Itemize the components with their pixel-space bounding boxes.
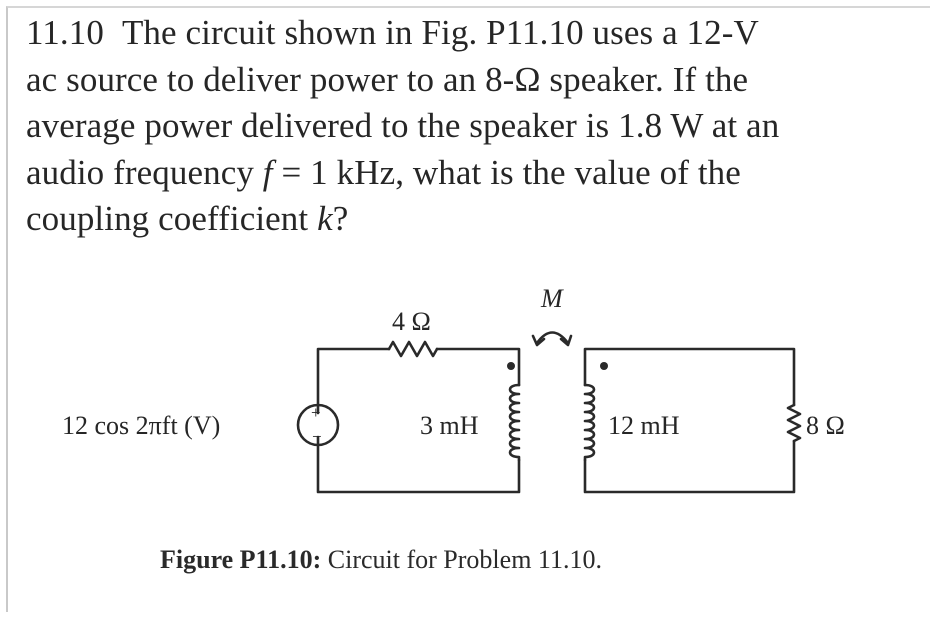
mutual-inductance-label: M (540, 284, 564, 313)
problem-line-4-pre: audio frequency (26, 152, 263, 192)
problem-text: 11.10 The circuit shown in Fig. P11.10 us… (26, 10, 916, 243)
figure-caption: Figure P11.10: Circuit for Problem 11.10… (160, 545, 602, 575)
problem-number: 11.10 (26, 13, 104, 52)
inductor-12mh (583, 383, 596, 462)
primary-left-wire-lower (316, 435, 521, 494)
resistor-8ohm (786, 403, 802, 443)
mutual-arrow (535, 331, 570, 345)
voltage-source (296, 403, 340, 447)
resistor-8ohm-label: 8 Ω (806, 411, 845, 440)
problem-line-3: average power delivered to the speaker i… (26, 106, 780, 145)
secondary-polarity-dot (600, 362, 608, 370)
secondary-bottom-wire (583, 439, 796, 494)
primary-top-wire-right (435, 347, 521, 387)
secondary-top-wire (583, 347, 796, 407)
problem-line-5-pre: coupling coefficient (26, 199, 318, 238)
problem-line-2: ac source to deliver power to an 8-Ω spe… (26, 59, 749, 99)
figure-caption-text: Circuit for Problem 11.10. (327, 545, 602, 574)
page-frame (6, 6, 930, 612)
primary-top-wire-left (316, 347, 391, 415)
source-plus-sign: + (311, 403, 321, 422)
mutual-arrow-head-left (531, 334, 546, 347)
source-label: 12 cos 2πft (V) (62, 411, 220, 440)
mutual-arrow-head-right (559, 334, 573, 347)
problem-line-4-post: = 1 kHz, what is the value of the (272, 152, 741, 192)
inductor-3mh-label: 3 mH (420, 411, 479, 440)
figure-caption-label: Figure P11.10: (160, 545, 322, 574)
problem-line-5-post: ? (332, 199, 349, 238)
coupling-variable: k (317, 199, 333, 238)
frequency-variable: f (262, 152, 273, 192)
source-minus-sign: − (312, 427, 322, 446)
primary-polarity-dot (507, 362, 515, 370)
inductor-3mh (508, 383, 521, 462)
inductor-12mh-label: 12 mH (608, 411, 680, 440)
resistor-4ohm-label: 4 Ω (392, 307, 431, 336)
resistor-4ohm (387, 340, 439, 358)
problem-line-1: The circuit shown in Fig. P11.10 uses a … (121, 13, 759, 52)
